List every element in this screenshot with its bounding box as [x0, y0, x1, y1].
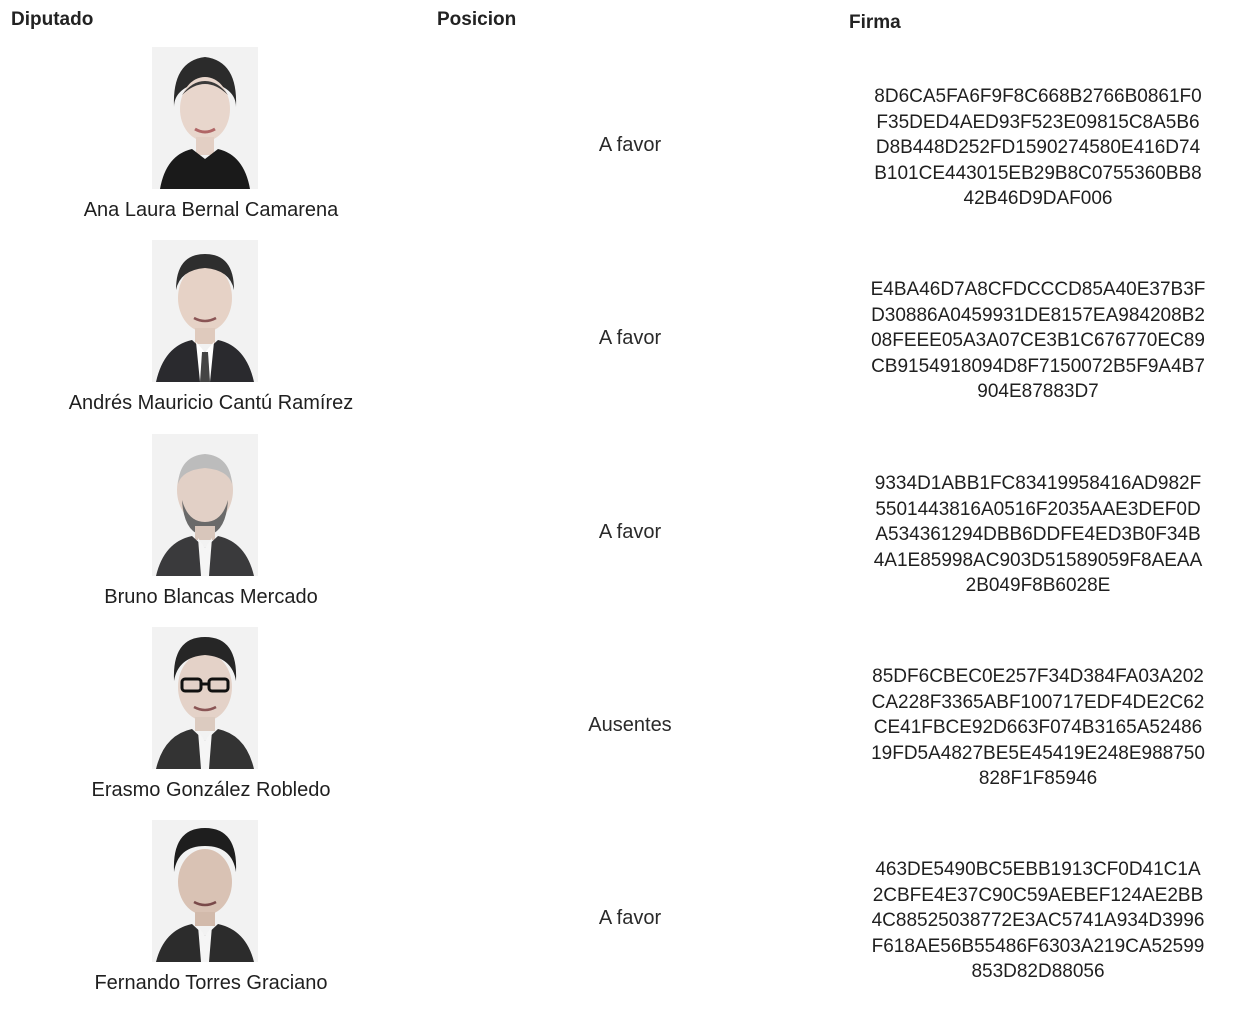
vote-position: A favor — [598, 327, 662, 349]
vote-position: A favor — [598, 907, 662, 929]
portrait-photo — [152, 47, 258, 189]
table-row: Fernando Torres Graciano A favor 463DE54… — [0, 820, 1238, 1013]
vote-position: A favor — [598, 521, 662, 543]
deputy-name: Ana Laura Bernal Camarena — [83, 199, 339, 221]
signature-hash: 9334D1ABB1FC83419958416AD982F 5501443816… — [873, 473, 1203, 596]
signature-hash: 85DF6CBEC0E257F34D384FA03A202 CA228F3365… — [871, 666, 1205, 789]
vote-position: Ausentes — [588, 714, 672, 736]
signature-hash: E4BA46D7A8CFDCCCD85A40E37B3F D30886A0459… — [870, 279, 1206, 402]
header-diputado: Diputado — [11, 9, 94, 30]
signature-hash: 463DE5490BC5EBB1913CF0D41C1A 2CBFE4E37C9… — [871, 859, 1205, 982]
portrait-photo — [152, 820, 258, 962]
portrait-photo — [152, 627, 258, 769]
table-row: Andrés Mauricio Cantú Ramírez A favor E4… — [0, 240, 1238, 433]
deputy-name: Bruno Blancas Mercado — [104, 586, 318, 608]
table-row: Bruno Blancas Mercado A favor 9334D1ABB1… — [0, 434, 1238, 627]
table-row: Ana Laura Bernal Camarena A favor 8D6CA5… — [0, 47, 1238, 240]
portrait-photo — [152, 434, 258, 576]
header-firma: Firma — [849, 12, 901, 33]
portrait-photo — [152, 240, 258, 382]
deputy-name: Andrés Mauricio Cantú Ramírez — [68, 392, 354, 414]
signature-hash: 8D6CA5FA6F9F8C668B2766B0861F0 F35DED4AED… — [874, 86, 1202, 209]
header-posicion: Posicion — [437, 9, 517, 30]
vote-position: A favor — [598, 134, 662, 156]
deputy-name: Erasmo González Robledo — [91, 779, 331, 801]
table-row: Erasmo González Robledo Ausentes 85DF6CB… — [0, 627, 1238, 820]
deputy-name: Fernando Torres Graciano — [94, 972, 328, 994]
